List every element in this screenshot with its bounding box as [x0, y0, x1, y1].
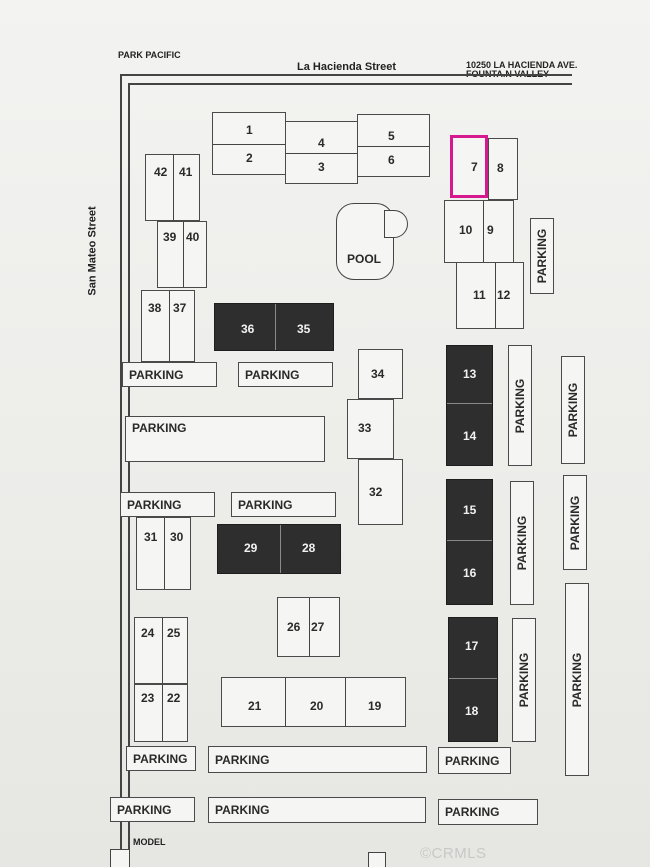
parking-lot-p8: PARKING [563, 475, 587, 570]
unit-34[interactable]: 34 [371, 367, 385, 381]
building-17-18: 17 18 [448, 617, 498, 742]
building-15-16: 15 16 [446, 479, 493, 605]
unit-4[interactable]: 4 [318, 136, 325, 150]
unit-28[interactable]: 28 [302, 541, 316, 555]
parking-lot-p9: PARKING [120, 492, 215, 517]
parking-lot-p6: PARKING [561, 356, 585, 464]
watermark: ©CRMLS [420, 845, 487, 862]
street-line-west-outer [120, 74, 122, 867]
unit-33[interactable]: 33 [358, 421, 372, 435]
unit-6[interactable]: 6 [388, 153, 395, 167]
building-1-2: 1 2 [212, 112, 286, 175]
unit-26[interactable]: 26 [287, 620, 301, 634]
unit-10[interactable]: 10 [459, 223, 473, 237]
unit-7[interactable]: 7 [471, 160, 478, 174]
building-3-4: 4 3 [285, 121, 358, 184]
parking-lot-p4: PARKING [125, 416, 325, 462]
unit-27[interactable]: 27 [311, 620, 325, 634]
unit-32[interactable]: 32 [369, 485, 383, 499]
unit-14[interactable]: 14 [463, 429, 477, 443]
address-line-1: 10250 LA HACIENDA AVE. [466, 60, 578, 70]
unit-1[interactable]: 1 [246, 123, 253, 137]
parking-lot-p3: PARKING [238, 362, 333, 387]
pool-label: POOL [347, 252, 382, 266]
unit-25[interactable]: 25 [167, 626, 181, 640]
unit-24[interactable]: 24 [141, 626, 155, 640]
complex-name: PARK PACIFIC [118, 50, 181, 60]
building-41-42: 42 41 [145, 154, 200, 221]
unit-9[interactable]: 9 [487, 223, 494, 237]
unit-36[interactable]: 36 [241, 322, 255, 336]
unit-35[interactable]: 35 [297, 322, 311, 336]
unit-23[interactable]: 23 [141, 691, 155, 705]
unit-41[interactable]: 41 [179, 165, 193, 179]
unit-42[interactable]: 42 [154, 165, 168, 179]
street-line-north-outer [120, 74, 572, 76]
parking-lot-p18: PARKING [438, 799, 538, 825]
north-street-label: La Hacienda Street [297, 61, 397, 73]
building-24-25: 24 25 [134, 617, 188, 684]
unit-13[interactable]: 13 [463, 367, 477, 381]
parking-lot-p2: PARKING [122, 362, 217, 387]
unit-3[interactable]: 3 [318, 160, 325, 174]
unit-11[interactable]: 11 [473, 288, 486, 302]
unit-29[interactable]: 29 [244, 541, 258, 555]
unit-21[interactable]: 21 [248, 699, 262, 713]
parking-lot-p15: PARKING [438, 747, 511, 774]
unit-39[interactable]: 39 [163, 230, 177, 244]
unit-22[interactable]: 22 [167, 691, 181, 705]
legend-box-2 [368, 852, 386, 867]
parking-lot-p11: PARKING [512, 618, 536, 742]
parking-lot-p1: PARKING [530, 218, 554, 294]
legend-model-label: MODEL [133, 837, 166, 847]
unit-15[interactable]: 15 [463, 503, 477, 517]
building-28-29: 29 28 [217, 524, 341, 574]
unit-37[interactable]: 37 [173, 301, 187, 315]
legend-box-1 [110, 849, 130, 867]
building-30-31: 31 30 [136, 517, 191, 590]
west-street-label: San Mateo Street [86, 206, 99, 296]
unit-7-highlighted[interactable]: 7 [450, 135, 488, 198]
parking-lot-p10: PARKING [231, 492, 336, 517]
unit-18[interactable]: 18 [465, 704, 479, 718]
unit-20[interactable]: 20 [310, 699, 324, 713]
parking-lot-p7: PARKING [510, 481, 534, 605]
building-26-27: 26 27 [277, 597, 340, 657]
building-19-21: 21 20 19 [221, 677, 406, 727]
spa [384, 210, 408, 238]
building-9-10: 10 9 [444, 200, 514, 263]
building-22-23: 23 22 [134, 684, 188, 742]
building-32: 32 [358, 459, 403, 525]
building-37-38: 38 37 [141, 290, 195, 362]
building-13-14: 13 14 [446, 345, 493, 466]
unit-8[interactable]: 8 [497, 161, 504, 175]
street-line-north-inner [128, 83, 572, 85]
unit-40[interactable]: 40 [186, 230, 200, 244]
building-33: 33 [347, 399, 394, 459]
building-34: 34 [358, 349, 403, 399]
unit-30[interactable]: 30 [170, 530, 184, 544]
parking-lot-p16: PARKING [110, 797, 195, 822]
unit-12[interactable]: 12 [497, 288, 511, 302]
parking-lot-p17: PARKING [208, 797, 426, 823]
building-35-36: 36 35 [214, 303, 334, 351]
street-line-west-inner [128, 83, 130, 867]
unit-5[interactable]: 5 [388, 129, 395, 143]
parking-lot-p13: PARKING [126, 746, 196, 771]
parking-lot-p12: PARKING [565, 583, 589, 776]
building-11-12: 11 12 [456, 262, 524, 329]
unit-31[interactable]: 31 [144, 530, 158, 544]
building-39-40: 39 40 [157, 221, 207, 288]
unit-17[interactable]: 17 [465, 639, 479, 653]
parking-lot-p14: PARKING [208, 746, 427, 773]
parking-lot-p5: PARKING [508, 345, 532, 466]
unit-38[interactable]: 38 [148, 301, 162, 315]
unit-19[interactable]: 19 [368, 699, 382, 713]
unit-16[interactable]: 16 [463, 566, 477, 580]
unit-2[interactable]: 2 [246, 151, 253, 165]
building-8: 8 [488, 138, 518, 200]
building-5-6: 5 6 [357, 114, 430, 177]
